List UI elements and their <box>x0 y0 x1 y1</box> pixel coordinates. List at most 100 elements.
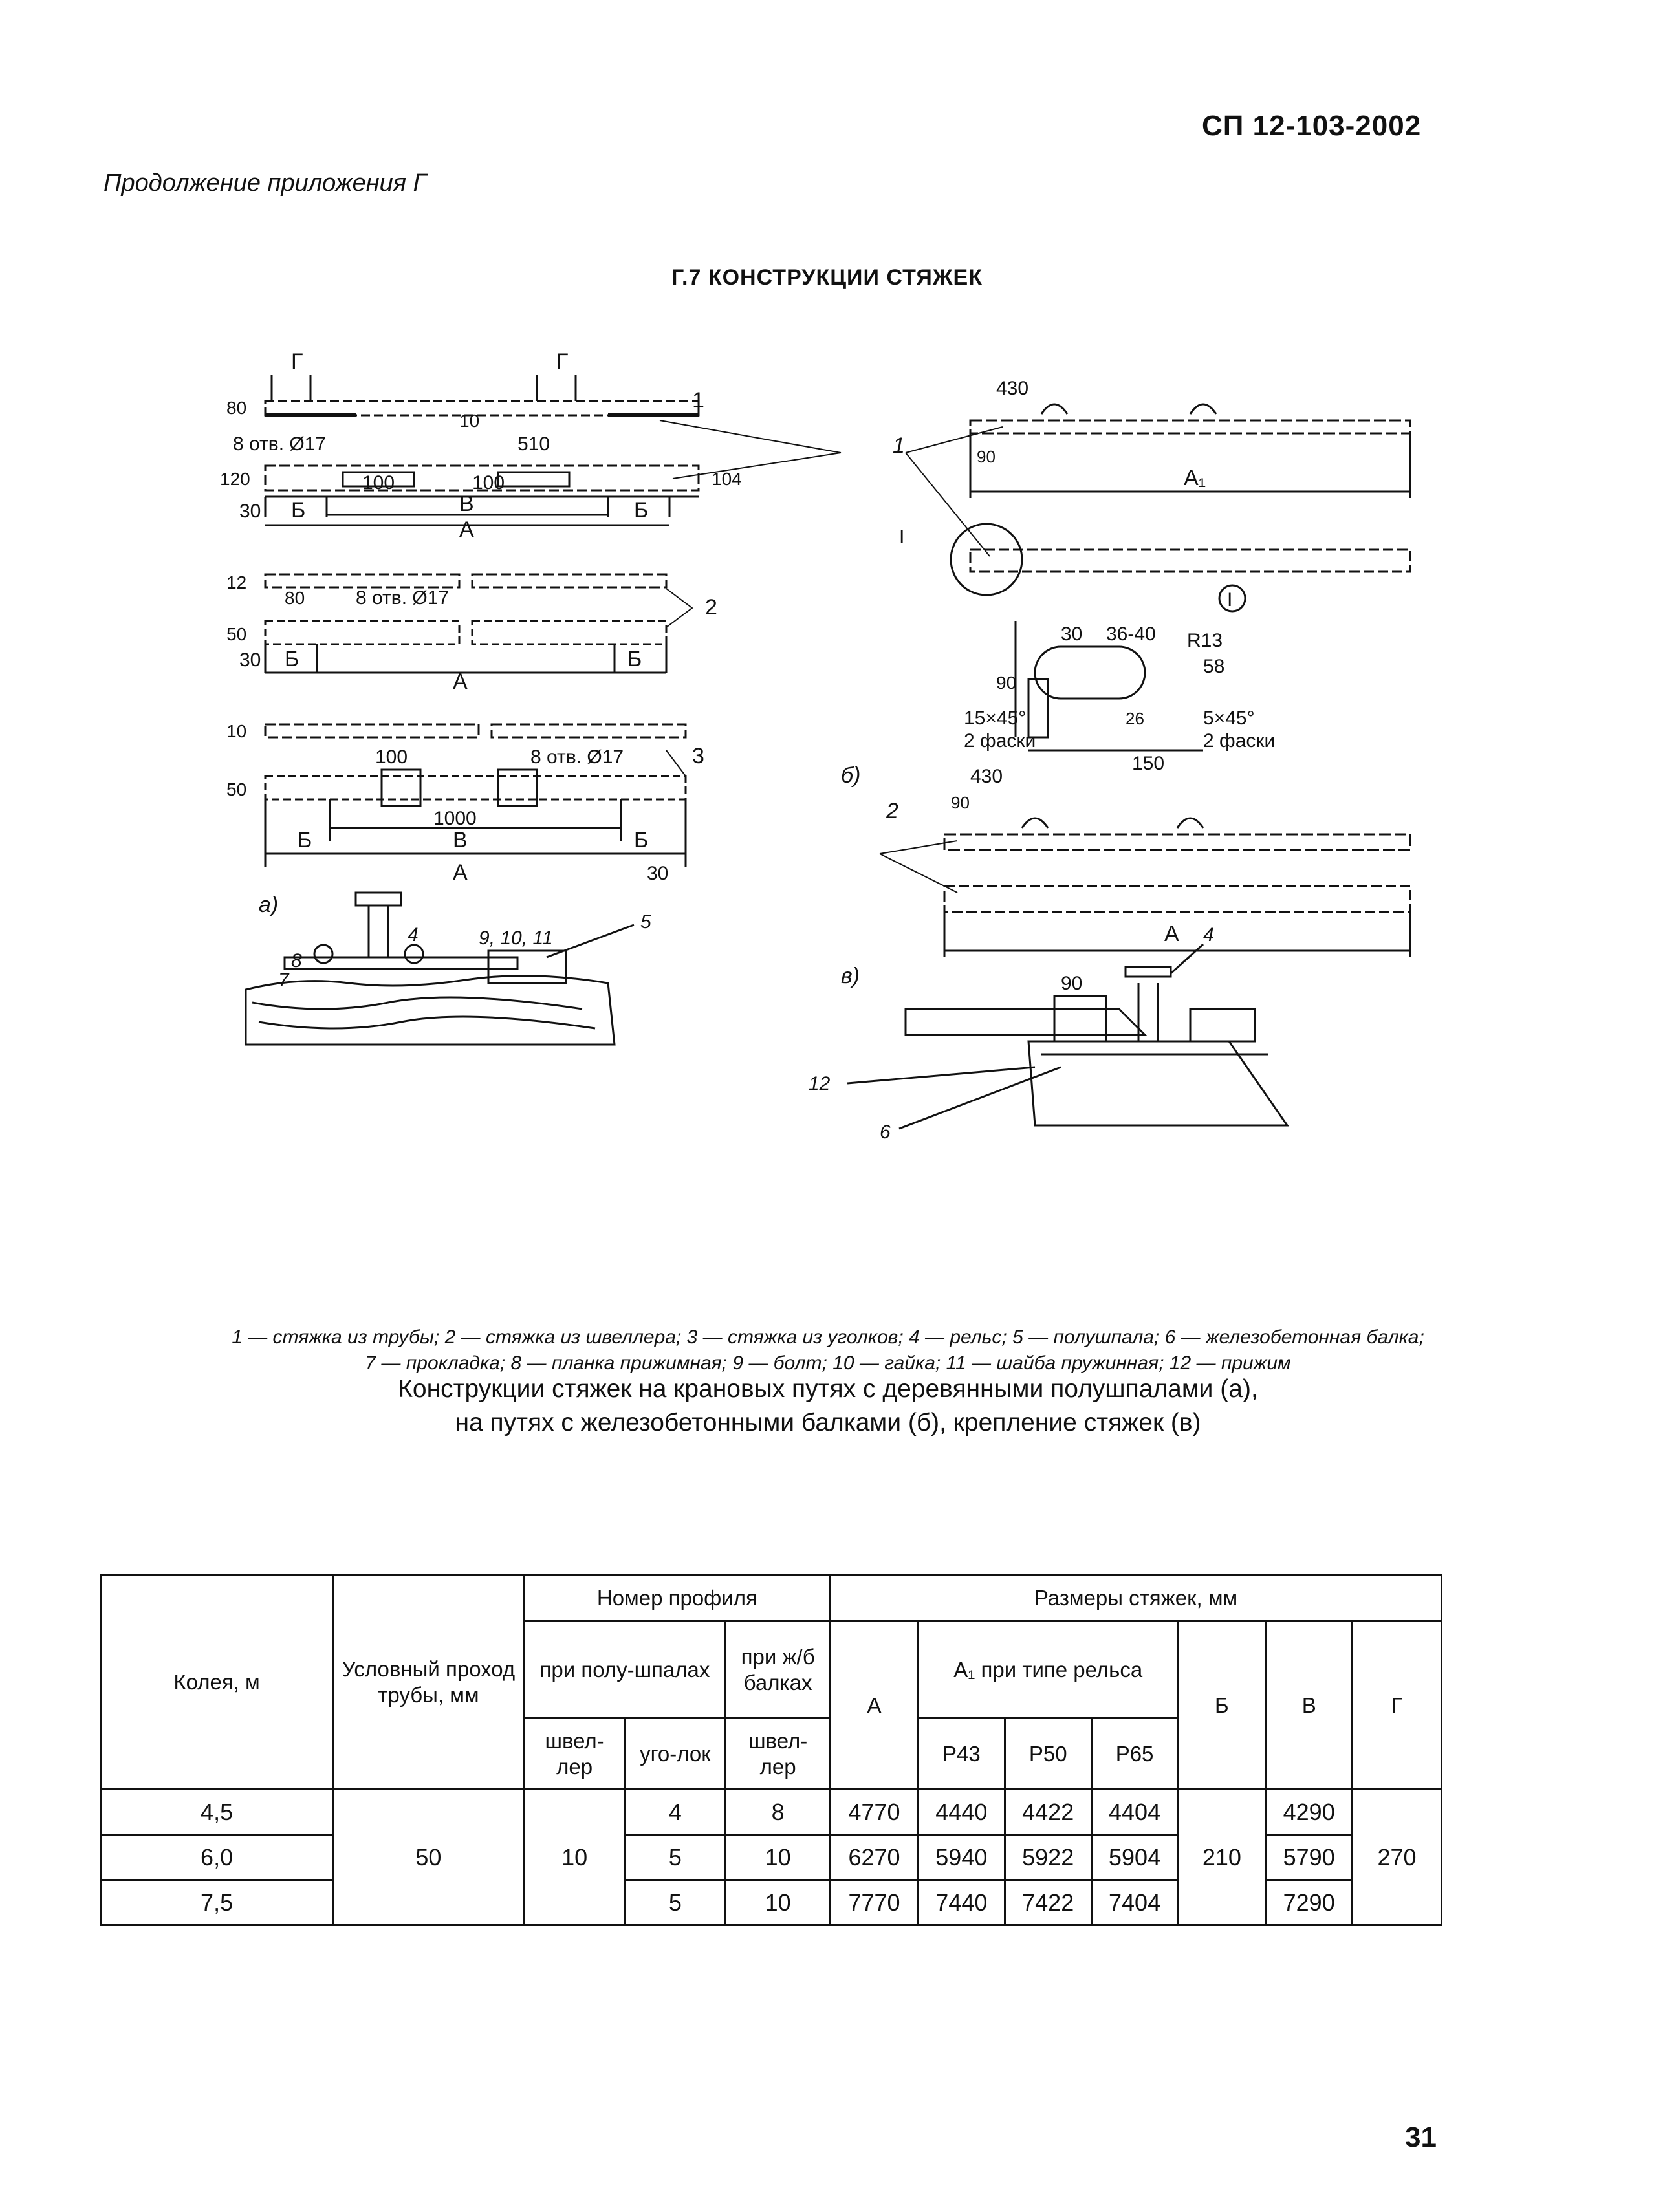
label-g-left: Г <box>291 349 303 374</box>
callout-8: 8 <box>291 950 302 971</box>
chamfer-note-left: 2 фаски <box>964 730 1036 752</box>
label-a-1: А <box>459 517 474 542</box>
figure-legend: 1 — стяжка из трубы; 2 — стяжка из швелл… <box>97 1325 1559 1376</box>
dim-12: 12 <box>226 572 246 592</box>
label-a-3: А <box>453 860 468 885</box>
cell-channel-rc: 8 <box>724 1788 832 1836</box>
cell-p50: 4422 <box>1003 1788 1093 1836</box>
callout-6: 6 <box>880 1122 891 1143</box>
dim-90d: 90 <box>1061 973 1082 994</box>
cell-a: 7770 <box>829 1879 919 1926</box>
dim-510: 510 <box>517 433 550 455</box>
label-b-4: Б <box>627 647 642 671</box>
label-a-2: А <box>453 669 468 694</box>
cell-v: 5790 <box>1265 1834 1354 1881</box>
dim-100c: 100 <box>375 746 408 768</box>
label-a-4: А <box>1164 922 1179 946</box>
dim-430b: 430 <box>970 766 1003 787</box>
cell-a: 4770 <box>829 1788 919 1836</box>
header-a1-rail: А₁ при типе рельса <box>917 1620 1179 1719</box>
callout-7: 7 <box>278 970 290 991</box>
dim-90b: 90 <box>996 673 1016 693</box>
label-b-5: Б <box>298 828 312 852</box>
cell-b: 210 <box>1177 1788 1267 1926</box>
callout-1-right: 1 <box>893 433 905 458</box>
dim-90c: 90 <box>951 793 970 812</box>
dim-50b: 50 <box>226 779 246 799</box>
dim-30c: 30 <box>647 863 668 884</box>
callout-5: 5 <box>640 911 651 933</box>
cell-p65: 4404 <box>1090 1788 1179 1836</box>
dim-26: 26 <box>1126 709 1144 728</box>
chamfer-note-right: 2 фаски <box>1203 730 1275 752</box>
cell-gauge: 7,5 <box>99 1879 334 1926</box>
page-number: 31 <box>1405 2121 1437 2153</box>
holes-note-3: 8 отв. Ø17 <box>530 746 624 768</box>
holes-note-2: 8 отв. Ø17 <box>356 587 449 609</box>
caption-line-2: на путях с железобетонными балками (б), … <box>455 1409 1201 1437</box>
part-v-label: в) <box>841 964 860 988</box>
callout-4-a: 4 <box>408 924 419 946</box>
header-b: Б <box>1177 1620 1267 1790</box>
callout-12: 12 <box>809 1073 831 1094</box>
header-p50: Р50 <box>1003 1717 1093 1790</box>
legend-line-2: 7 — прокладка; 8 — планка прижимная; 9 —… <box>365 1352 1291 1374</box>
header-channel: швел-лер <box>523 1717 626 1790</box>
drawing-canvas: Г Г 80 8 отв. Ø17 510 10 120 100 100 104… <box>220 349 1411 1143</box>
document-code: СП 12-103-2002 <box>1202 110 1422 142</box>
table-row: 7,5 5 10 7770 7440 7422 7404 7290 <box>99 1879 1442 1926</box>
header-half-sleepers: при полу-шпалах <box>523 1620 727 1719</box>
dim-104: 104 <box>712 469 742 489</box>
detail-i-marker: I <box>1227 589 1232 611</box>
label-a1: А₁ <box>1184 466 1206 490</box>
technical-drawing: Г Г 80 8 отв. Ø17 510 10 120 100 100 104… <box>194 336 1462 1281</box>
cell-p65: 7404 <box>1090 1879 1179 1926</box>
callout-3: 3 <box>692 744 704 768</box>
figure-caption: Конструкции стяжек на крановых путях с д… <box>97 1372 1559 1440</box>
dim-50a: 50 <box>226 624 246 644</box>
dim-1000: 1000 <box>433 808 477 829</box>
header-angle: уго-лок <box>624 1717 727 1790</box>
cell-pipe: 50 <box>332 1788 525 1926</box>
callout-2-right: 2 <box>886 799 898 823</box>
label-b-2: Б <box>634 498 648 523</box>
holes-note: 8 отв. Ø17 <box>233 433 326 455</box>
header-gauge: Колея, м <box>99 1574 334 1790</box>
dim-100b: 100 <box>472 472 505 493</box>
cell-g: 270 <box>1351 1788 1442 1926</box>
callout-4-v: 4 <box>1203 924 1214 946</box>
cell-channel-half: 10 <box>523 1788 626 1926</box>
legend-line-1: 1 — стяжка из трубы; 2 — стяжка из швелл… <box>232 1327 1424 1348</box>
tie-dimensions-table: Колея, м Условный проход трубы, мм Номер… <box>99 1574 1442 1926</box>
cell-p65: 5904 <box>1090 1834 1179 1881</box>
header-p65: Р65 <box>1090 1717 1179 1790</box>
cell-p43: 4440 <box>917 1788 1006 1836</box>
dim-30a: 30 <box>239 501 261 522</box>
dim-10b: 10 <box>226 721 246 741</box>
header-profile-number: Номер профиля <box>523 1574 832 1622</box>
table-row: 4,5 50 10 4 8 4770 4440 4422 4404 210 42… <box>99 1788 1442 1926</box>
cell-p50: 5922 <box>1003 1834 1093 1881</box>
label-b-3: Б <box>285 647 299 671</box>
label-v-2: В <box>453 828 468 852</box>
section-title: Г.7 КОНСТРУКЦИИ СТЯЖЕК <box>671 265 983 290</box>
cell-angle: 5 <box>624 1834 727 1881</box>
dim-430a: 430 <box>996 378 1028 399</box>
header-channel-rc: швел-лер <box>724 1717 832 1790</box>
header-rc-beams: при ж/б балках <box>724 1620 832 1719</box>
header-pipe: Условный проход трубы, мм <box>332 1574 525 1790</box>
label-b-6: Б <box>634 828 648 852</box>
cell-a: 6270 <box>829 1834 919 1881</box>
header-g: Г <box>1351 1620 1442 1790</box>
chamfer-5: 5×45° <box>1203 708 1255 729</box>
continuation-note: Продолжение приложения Г <box>103 169 427 197</box>
dim-80: 80 <box>226 398 246 418</box>
cell-gauge: 6,0 <box>99 1834 334 1881</box>
part-b-label: б) <box>841 763 860 788</box>
dim-150: 150 <box>1132 753 1164 774</box>
cell-channel-rc: 10 <box>724 1879 832 1926</box>
cell-p43: 5940 <box>917 1834 1006 1881</box>
cell-p43: 7440 <box>917 1879 1006 1926</box>
dim-120: 120 <box>220 469 250 489</box>
dim-30d: 30 <box>1061 623 1082 645</box>
